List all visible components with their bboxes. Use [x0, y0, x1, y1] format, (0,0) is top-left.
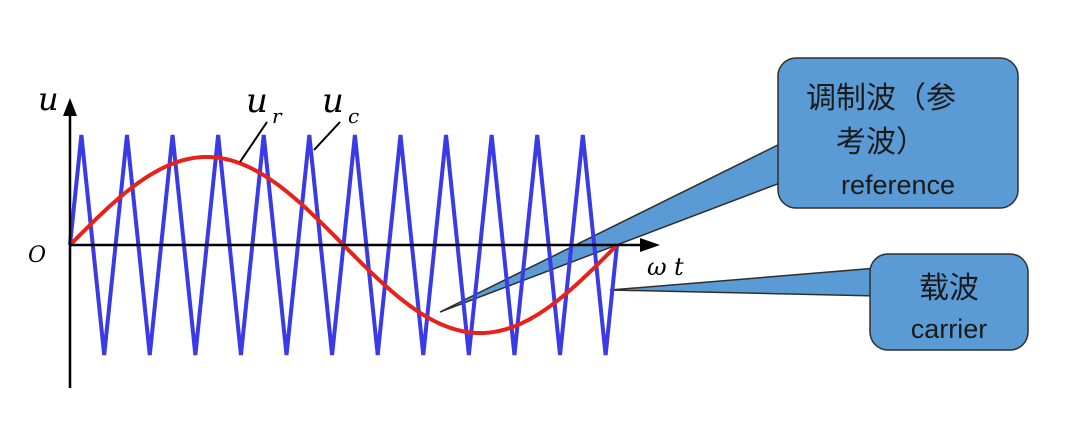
reference-callout-line3: reference	[841, 170, 955, 200]
carrier-callout-line1: 载波	[919, 271, 979, 306]
uc-label: u	[322, 81, 344, 121]
carrier-callout-line2: carrier	[911, 314, 988, 344]
horizontal-axis-arrow-icon	[640, 238, 660, 252]
carrier-callout: 载波 carrier	[869, 253, 1029, 351]
ur-label: u	[246, 81, 268, 121]
u-axis-label: u	[38, 80, 59, 118]
uc-leader-line	[313, 121, 341, 151]
carrier-callout-box	[869, 253, 1029, 351]
t-label: t	[674, 253, 684, 281]
ur-subscript: r	[272, 104, 283, 128]
origin-label: O	[28, 243, 46, 268]
reference-callout-line2: 考波）	[836, 125, 926, 160]
reference-callout-box	[777, 57, 1019, 209]
reference-callout-line1: 调制波（参	[806, 81, 956, 116]
omega-label: ω	[647, 253, 667, 281]
vertical-axis-arrow-icon	[63, 98, 77, 116]
ur-leader-line	[239, 121, 268, 163]
uc-subscript: c	[348, 104, 359, 128]
reference-callout: 调制波（参 考波） reference	[777, 57, 1019, 209]
